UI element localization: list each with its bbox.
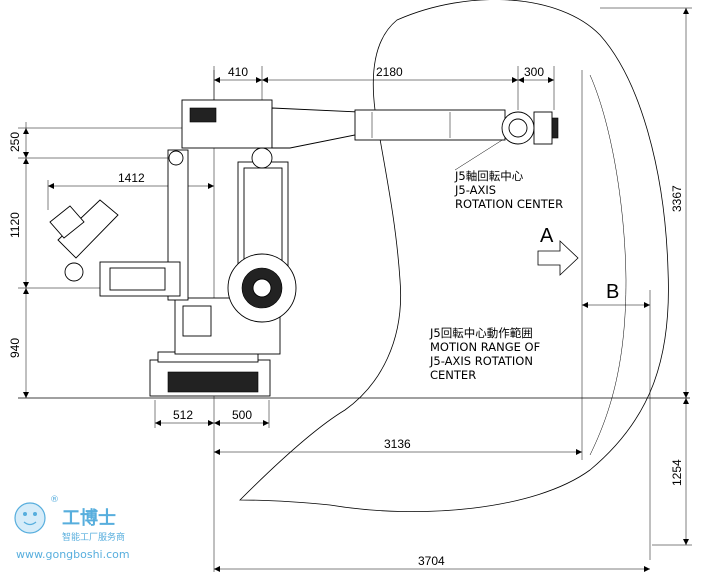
- view-b-label: B: [606, 281, 619, 303]
- range-label-ja: J5回転中心動作範囲: [429, 326, 533, 340]
- motion-range-envelope: [239, 0, 669, 513]
- range-label-en-2: J5-AXIS ROTATION: [429, 354, 533, 368]
- view-a-label: A: [540, 225, 554, 247]
- range-label-en-3: CENTER: [430, 368, 476, 382]
- watermark-url: www.gongboshi.com: [16, 548, 130, 561]
- dim-2180: 2180: [376, 65, 403, 79]
- view-a-arrow: [537, 240, 579, 276]
- dim-512: 512: [173, 408, 193, 422]
- j5-center-label-ja: J5軸回転中心: [454, 169, 524, 183]
- j5-center-label-en-1: J5-AXIS: [454, 183, 496, 197]
- dim-3136: 3136: [384, 437, 411, 451]
- range-label-en-1: MOTION RANGE OF: [430, 340, 540, 354]
- dim-1120: 1120: [8, 212, 22, 238]
- dim-500: 500: [232, 408, 252, 422]
- dim-410: 410: [228, 65, 248, 79]
- inner-range-arc: [589, 74, 627, 456]
- dim-1254: 1254: [670, 459, 684, 486]
- dim-3367: 3367: [670, 185, 684, 212]
- dim-3704: 3704: [418, 554, 445, 568]
- dim-940: 940: [8, 338, 22, 358]
- watermark-sub: 智能工厂服务商: [62, 531, 125, 543]
- dim-1412: 1412: [118, 171, 145, 185]
- watermark: ® 工博士 智能工厂服务商 www.gongboshi.com: [14, 495, 130, 561]
- watermark-registered: ®: [50, 495, 59, 505]
- watermark-brand: 工博士: [62, 507, 116, 529]
- j5-center-label-en-2: ROTATION CENTER: [455, 197, 563, 211]
- dim-300: 300: [524, 65, 544, 79]
- dim-250: 250: [8, 132, 22, 152]
- mascot-icon: [14, 502, 46, 534]
- robot-illustration: [49, 99, 559, 397]
